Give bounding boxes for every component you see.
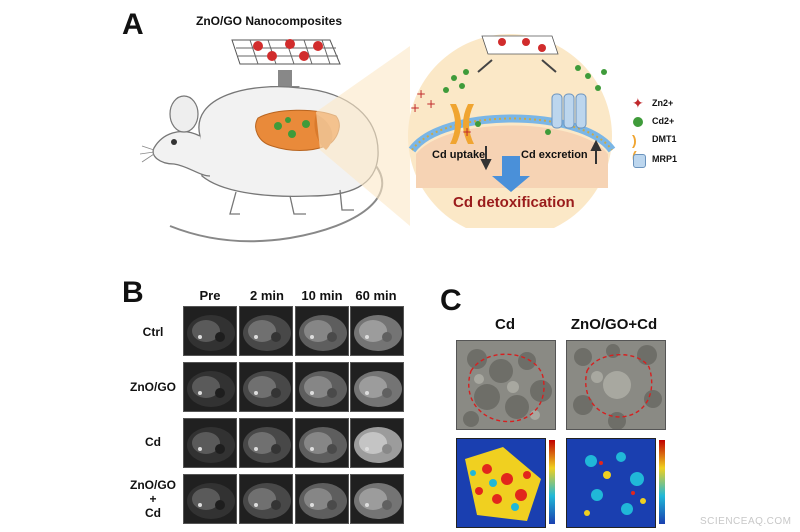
- cd-excretion-label: Cd excretion: [521, 149, 588, 161]
- micrograph-cd: [456, 340, 556, 430]
- micrograph-znogo-cd: [566, 340, 666, 430]
- mri-scan-image: [183, 474, 237, 524]
- mri-scan-image: [183, 362, 237, 412]
- mri-scan-image: [350, 418, 404, 468]
- mri-scan-image: [239, 362, 293, 412]
- mrp1-channel-icon: [551, 93, 587, 129]
- mri-scan-image: [183, 306, 237, 356]
- dmt1-transporter-icon: [450, 104, 474, 144]
- mri-scan-image: [295, 418, 349, 468]
- row-header-ctrl: Ctrl: [142, 325, 164, 339]
- mri-scan-image: [239, 306, 293, 356]
- svg-text:+: +: [416, 87, 426, 101]
- nanocomposite-title: ZnO/GO Nanocomposites: [196, 14, 343, 28]
- detox-arrow-icon: [492, 156, 530, 192]
- svg-text:+: +: [426, 97, 436, 111]
- column-header-znogo-cd: ZnO/GO+Cd: [570, 316, 658, 333]
- panel-b-label: B: [122, 276, 144, 309]
- cd-detoxification-label: Cd detoxification: [453, 194, 575, 211]
- mri-scan-image: [350, 306, 404, 356]
- column-header-cd: Cd: [495, 316, 515, 333]
- mri-scan-image: [183, 418, 237, 468]
- blue-channel-icon: [633, 154, 646, 168]
- svg-text:+: +: [462, 125, 472, 139]
- cd-uptake-label: Cd uptake: [432, 149, 486, 161]
- mouse-illustration: [140, 39, 410, 243]
- panel-a-label: A: [122, 8, 144, 41]
- column-header-60min: 60 min: [355, 288, 397, 303]
- mri-scan-image: [239, 418, 293, 468]
- row-header-znogo: ZnO/GO: [130, 380, 176, 394]
- mri-scan-image: [295, 362, 349, 412]
- panel-c-label: C: [440, 284, 462, 317]
- column-header-2min: 2 min: [250, 288, 284, 303]
- cell-diagram: ++++: [408, 34, 616, 228]
- heatmap-cd: [456, 438, 546, 528]
- mri-scan-image: [239, 474, 293, 524]
- mri-scan-image: [295, 474, 349, 524]
- column-header-pre: Pre: [199, 288, 221, 303]
- red-star-icon: ✦: [632, 95, 644, 111]
- row-header-znogo-cd: ZnO/GO + Cd: [130, 478, 176, 520]
- watermark: SCIENCEAQ.COM: [700, 516, 792, 527]
- mri-scan-image: [350, 362, 404, 412]
- row-header-cd: Cd: [145, 435, 161, 449]
- mri-scan-image: [295, 306, 349, 356]
- colorbar-cd: [549, 440, 555, 524]
- mri-scan-image: [350, 474, 404, 524]
- svg-text:+: +: [410, 101, 420, 115]
- colorbar-znogo-cd: [659, 440, 665, 524]
- heatmap-znogo-cd: [566, 438, 656, 528]
- column-header-10min: 10 min: [301, 288, 343, 303]
- graphene-sheet-icon: [231, 39, 341, 65]
- green-cluster-icon: [633, 117, 643, 127]
